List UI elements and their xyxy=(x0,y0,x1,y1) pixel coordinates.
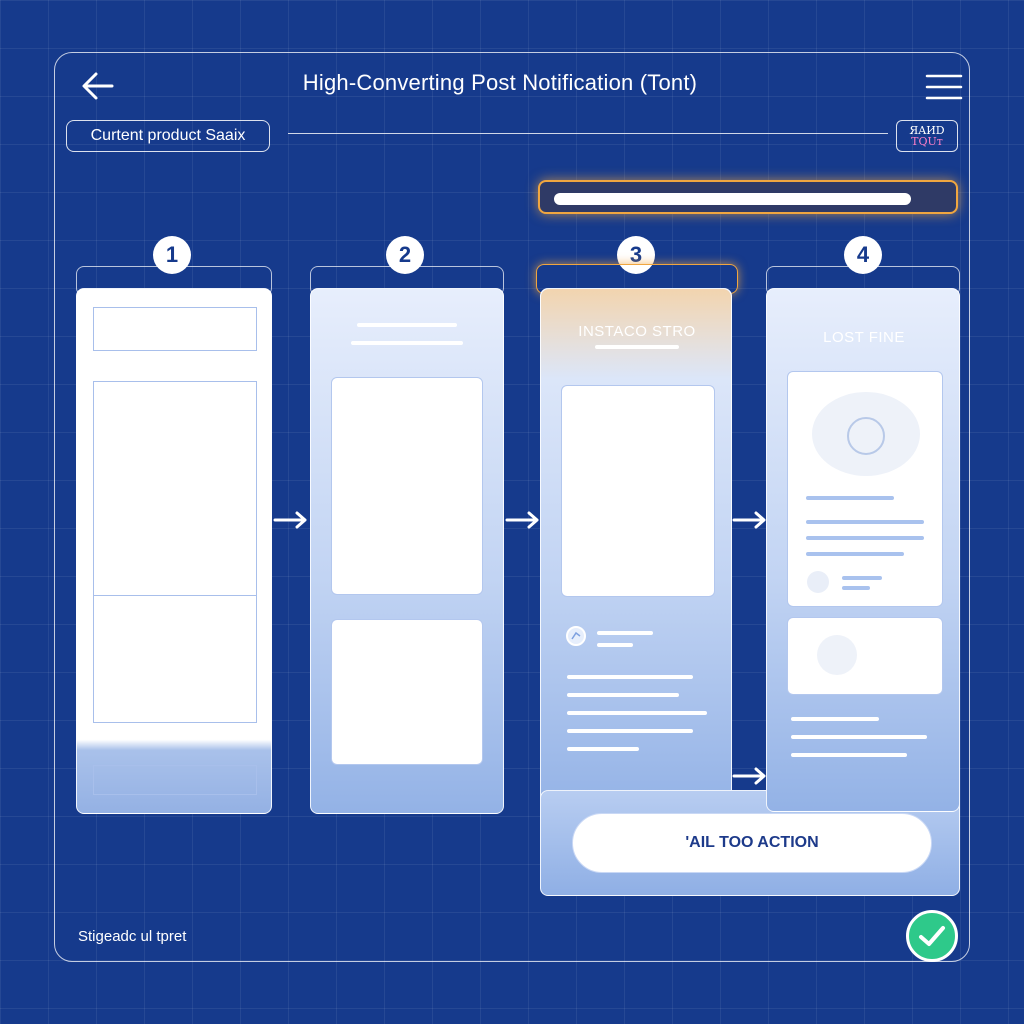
small-avatar-icon xyxy=(807,571,829,593)
meta-line xyxy=(842,576,882,580)
text-line xyxy=(567,711,707,715)
page-title: High-Converting Post Notification (Tont) xyxy=(302,70,698,95)
text-line xyxy=(806,520,924,524)
step-4-card[interactable]: LOST FINE xyxy=(766,288,960,812)
footer-status-text: Stigeadc ul tpret xyxy=(78,928,187,945)
wireframe-divider xyxy=(93,595,257,596)
text-line xyxy=(791,753,907,757)
product-search-pill[interactable]: Curtent product Saaix xyxy=(66,120,270,152)
step-2-card[interactable] xyxy=(310,288,504,814)
step-1-card[interactable] xyxy=(76,288,272,814)
profile-panel xyxy=(787,371,943,607)
text-line xyxy=(806,496,894,500)
text-line xyxy=(791,735,927,739)
step-number-2: 2 xyxy=(386,236,424,274)
step-3-card[interactable]: INSTACO STRO xyxy=(540,288,732,814)
text-line xyxy=(567,747,639,751)
text-line xyxy=(806,536,924,540)
main-frame xyxy=(54,52,970,962)
thumbnail-icon xyxy=(817,635,857,675)
card-heading-line xyxy=(357,323,457,327)
card-highlight-glow xyxy=(541,289,731,379)
corner-tag-button[interactable]: ЯAИD TQUт xyxy=(896,120,958,152)
corner-tag-line2: TQUт xyxy=(911,135,943,148)
step-number-3: 3 xyxy=(617,236,655,274)
meta-line-short xyxy=(842,586,870,590)
arrow-right-icon xyxy=(273,511,307,529)
arrow-right-icon xyxy=(732,511,766,529)
profile-image-icon xyxy=(812,392,920,476)
checkmark-icon xyxy=(919,926,945,946)
step-number-1: 1 xyxy=(153,236,191,274)
progress-fill xyxy=(554,193,911,205)
text-line xyxy=(567,693,679,697)
meta-line xyxy=(597,631,653,635)
meta-line-short xyxy=(597,643,633,647)
image-placeholder xyxy=(561,385,715,597)
avatar-icon xyxy=(566,626,586,646)
step-number-4: 4 xyxy=(844,236,882,274)
step-4-title: LOST FINE xyxy=(823,329,905,346)
back-button[interactable] xyxy=(80,68,116,104)
arrow-left-icon xyxy=(82,72,114,100)
wireframe-body-box xyxy=(93,381,257,723)
title-underline xyxy=(595,345,679,349)
progress-bar xyxy=(538,180,958,214)
card-subheading-line xyxy=(351,341,463,345)
call-to-action-button[interactable]: 'AIL TOO ACTION xyxy=(572,813,932,873)
step-3-title: INSTACO STRO xyxy=(578,323,696,340)
menu-button[interactable] xyxy=(924,72,964,102)
confirm-button[interactable] xyxy=(906,910,958,962)
arrow-right-icon xyxy=(505,511,539,529)
text-line xyxy=(567,675,693,679)
text-line xyxy=(567,729,693,733)
content-block-top xyxy=(331,377,483,595)
hamburger-menu-icon xyxy=(925,74,963,100)
arrow-right-icon xyxy=(732,767,766,785)
header-divider xyxy=(288,133,888,134)
wireframe-header-box xyxy=(93,307,257,351)
corner-tag-line1: ЯAИD xyxy=(909,124,945,137)
secondary-panel xyxy=(787,617,943,695)
text-line xyxy=(806,552,904,556)
wireframe-footer-box xyxy=(93,765,257,795)
content-block-bottom xyxy=(331,619,483,765)
text-line xyxy=(791,717,879,721)
